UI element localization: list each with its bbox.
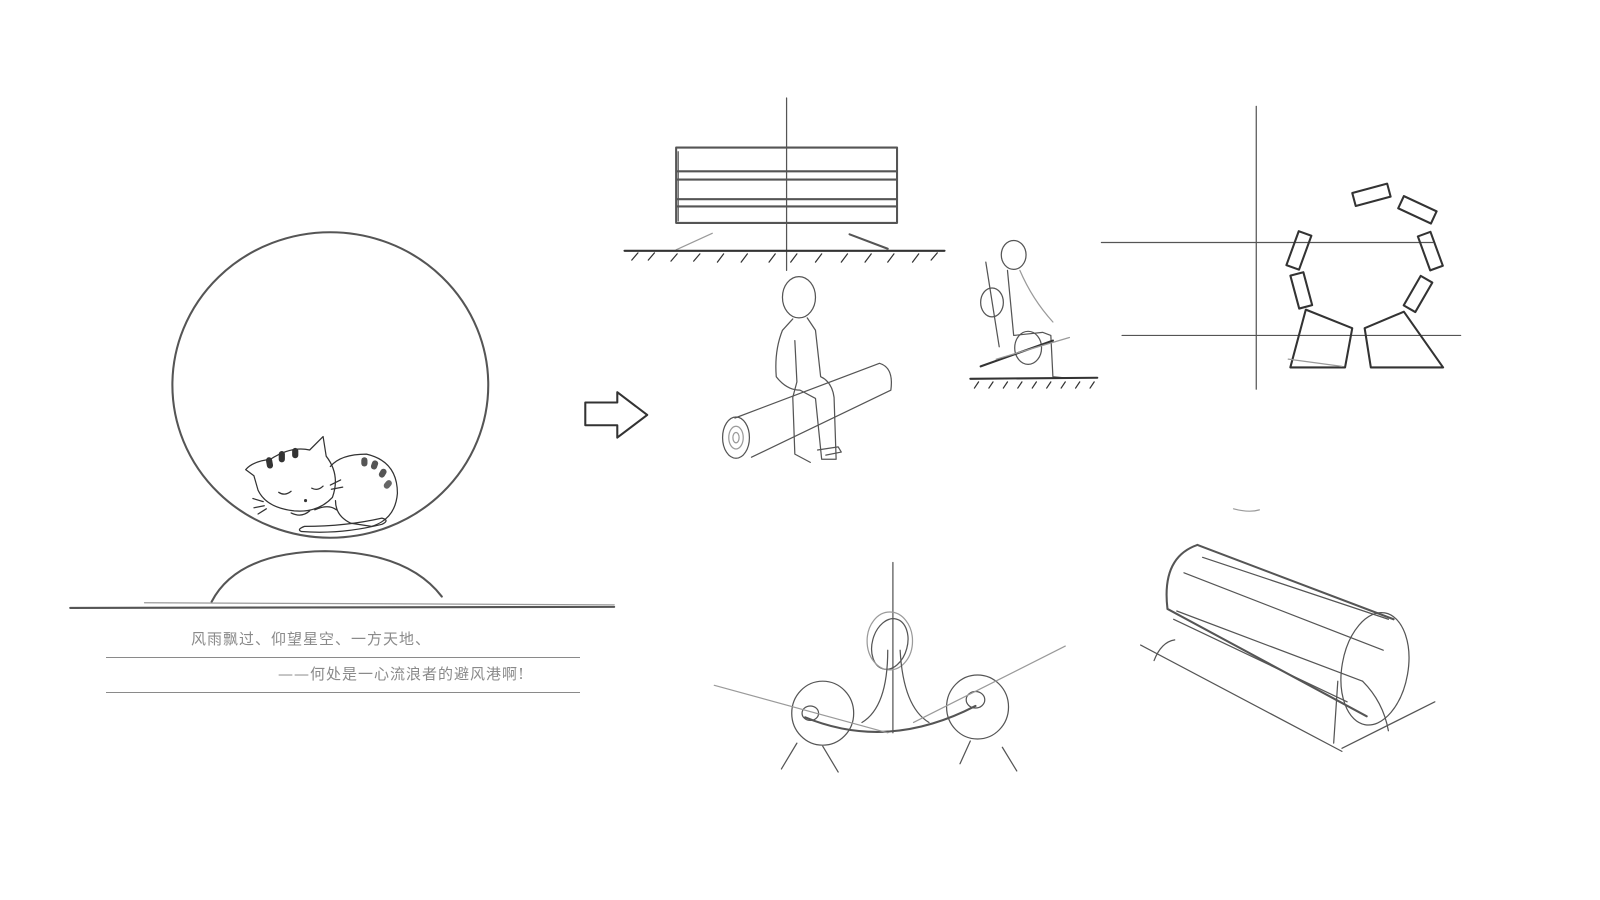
person-seated-side-sketch: [969, 239, 1099, 389]
caption-underline-2: [106, 692, 580, 693]
cat-in-circle-sketch: [69, 231, 616, 609]
caption-underline-1: [106, 657, 580, 658]
person-on-log-sketch: [721, 275, 892, 464]
caption-line-1: 风雨飘过、仰望星空、一方天地、: [191, 630, 432, 648]
cat-icon: [245, 435, 399, 533]
slatted-tube-sketch: [1140, 508, 1436, 752]
seesaw-structure-sketch: [713, 561, 1066, 773]
right-arrow-icon: [584, 391, 649, 439]
caption-line-2: ——何处是一心流浪者的避风港啊!: [278, 665, 526, 683]
bench-elevation-sketch: [623, 97, 946, 272]
ring-of-slats-sketch: [1100, 105, 1462, 390]
